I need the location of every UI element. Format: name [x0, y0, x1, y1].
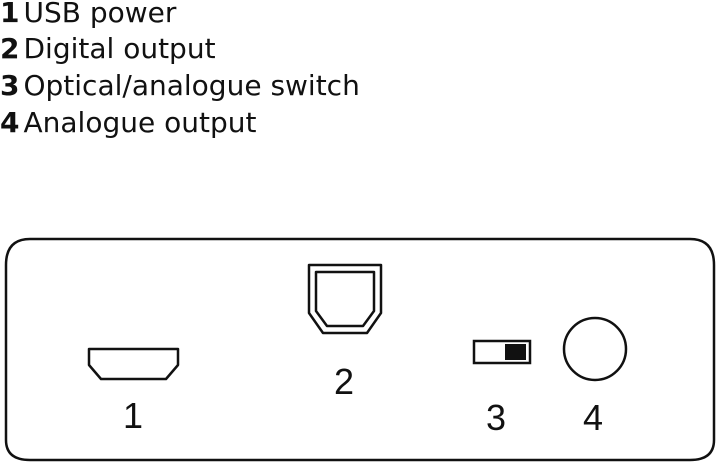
usb-port-icon — [87, 347, 180, 381]
legend-number: 4 — [0, 106, 20, 139]
legend-label: USB power — [23, 0, 177, 29]
legend-number: 1 — [0, 0, 20, 29]
legend-number: 3 — [0, 69, 20, 102]
callout-optical: 2 — [334, 361, 354, 402]
callout-analogue: 4 — [583, 397, 603, 438]
device-body-outline — [4, 237, 716, 462]
legend-label: Optical/analogue switch — [23, 69, 360, 102]
callout-usb: 1 — [123, 395, 143, 436]
legend-number: 2 — [0, 32, 20, 65]
legend-label: Analogue output — [23, 106, 257, 139]
callout-switch: 3 — [486, 397, 506, 438]
analogue-jack-icon — [562, 316, 628, 382]
legend-label: Digital output — [23, 32, 216, 65]
optical-port-icon — [307, 263, 383, 335]
optical-analogue-switch-icon — [472, 339, 532, 365]
